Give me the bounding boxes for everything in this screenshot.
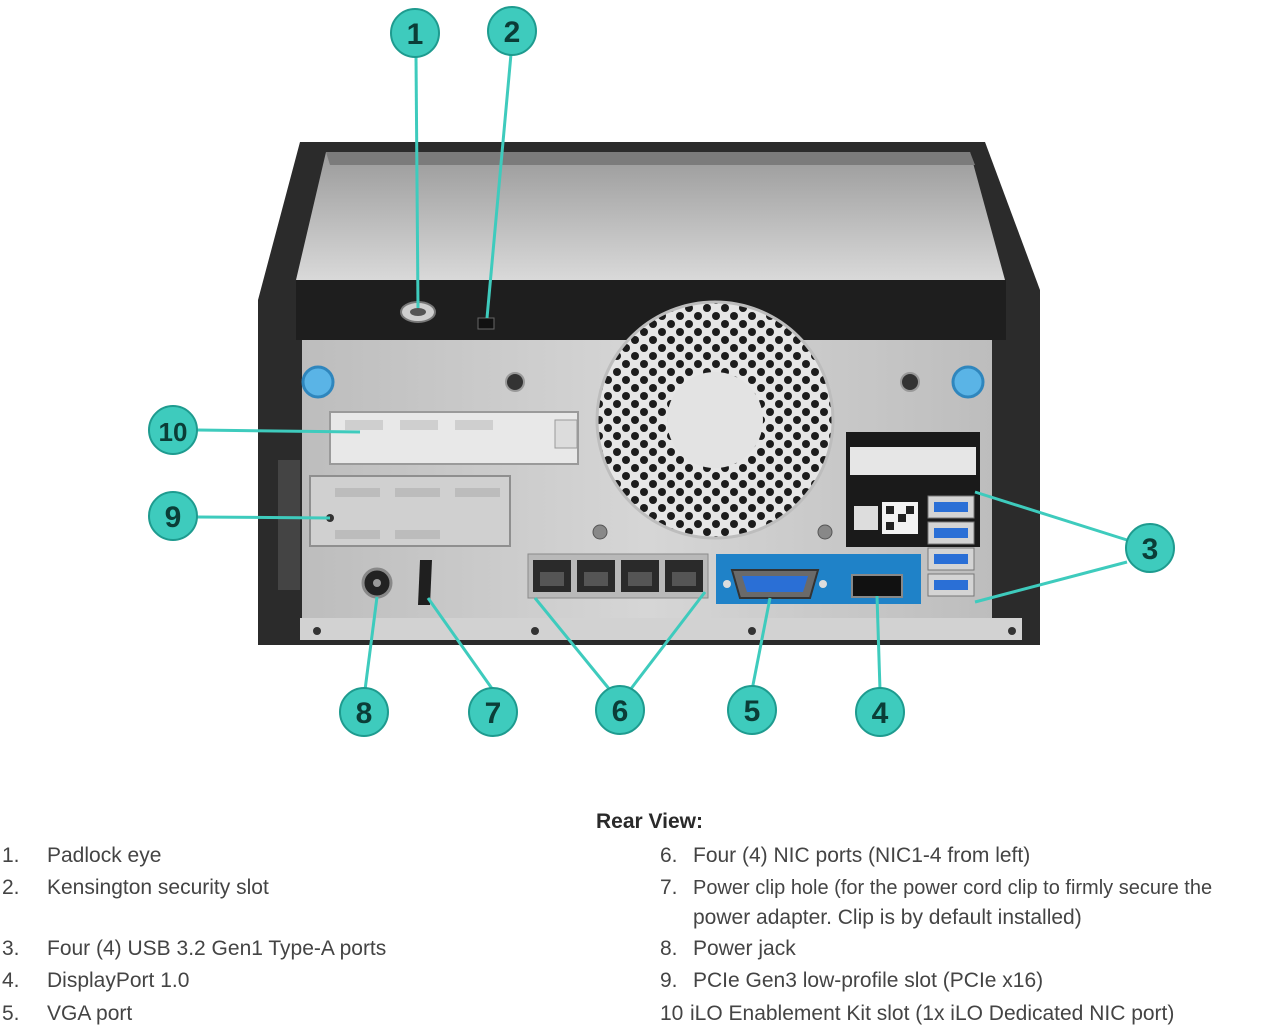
legend-text-line2: power adapter. Clip is by default instal… [693,906,1082,929]
leader-lines [196,53,1128,691]
legend-num: 3. [2,937,20,960]
legend-num: 5. [2,1002,20,1025]
legend-text: Kensington security slot [47,876,269,899]
ilo-slot-cover [329,411,579,465]
legend-item-10: 10 iLO Enablement Kit slot (1x iLO Dedic… [660,999,1278,1029]
fan-grille [595,300,835,540]
legend-num: 2. [2,876,20,899]
legend-text: iLO Enablement Kit slot (1x iLO Dedicate… [690,1002,1175,1025]
callout-7: 7 [468,687,518,737]
callout-5: 5 [727,685,777,735]
svg-text:9: 9 [165,501,182,534]
kensington-slot-icon [477,317,495,330]
legend-item-8: 8. Power jack [660,934,1278,964]
server-rear-diagram: 1 2 3 4 5 6 7 8 9 10 [148,6,1175,737]
legend-num: 7. [660,876,678,899]
legend-item-5: 5. VGA port [2,999,562,1029]
legend-item-4: 4. DisplayPort 1.0 [2,966,562,996]
nic-ports [527,524,709,599]
svg-text:3: 3 [1142,533,1159,566]
legend-item-1: 1. Padlock eye [2,841,562,871]
legend-text: PCIe Gen3 low-profile slot (PCIe x16) [693,969,1044,992]
svg-text:6: 6 [612,695,629,728]
legend-text: DisplayPort 1.0 [47,969,190,992]
legend-num: 4. [2,969,20,992]
thumbscrew-left-icon [301,365,335,399]
legend-item-6: 6. Four (4) NIC ports (NIC1-4 from left) [660,841,1278,871]
legend-title: Rear View: [596,810,703,833]
pcie-slot-bracket [278,460,511,590]
legend-item-3: 3. Four (4) USB 3.2 Gen1 Type-A ports [2,934,562,964]
callout-10: 10 [148,405,198,455]
legend-num: 10 [660,1002,684,1025]
callout-4: 4 [855,687,905,737]
legend-num: 6. [660,844,678,867]
legend-text: Power jack [693,937,796,960]
thumbscrew-right-icon [951,365,985,399]
svg-text:10: 10 [159,417,188,447]
legend-num: 9. [660,969,678,992]
legend-item-2: 2. Kensington security slot [2,873,562,903]
svg-text:7: 7 [485,697,502,730]
callout-6: 6 [595,685,645,735]
legend-item-9: 9. PCIe Gen3 low-profile slot (PCIe x16) [660,966,1278,996]
usb-ports [927,495,975,597]
callout-2: 2 [487,6,537,56]
legend-text: Padlock eye [47,844,162,867]
legend-text: Four (4) NIC ports (NIC1-4 from left) [693,844,1031,867]
legend-item-7: 7. Power clip hole (for the power cord c… [660,873,1278,933]
legend-text: Power clip hole (for the power cord clip… [693,877,1213,899]
svg-text:1: 1 [407,18,424,51]
svg-text:4: 4 [872,697,889,730]
svg-text:2: 2 [504,16,521,49]
svg-text:5: 5 [744,695,761,728]
callout-9: 9 [148,491,198,541]
power-jack-icon [361,567,393,599]
info-label-panel [846,432,980,547]
legend-text: VGA port [47,1002,133,1025]
legend-text: Four (4) USB 3.2 Gen1 Type-A ports [47,937,387,960]
legend-num: 1. [2,844,20,867]
power-clip-icon [418,560,432,605]
legend-num: 8. [660,937,678,960]
callout-1: 1 [390,8,440,58]
callout-8: 8 [339,687,389,737]
svg-text:8: 8 [356,697,373,730]
callout-3: 3 [1125,523,1175,573]
